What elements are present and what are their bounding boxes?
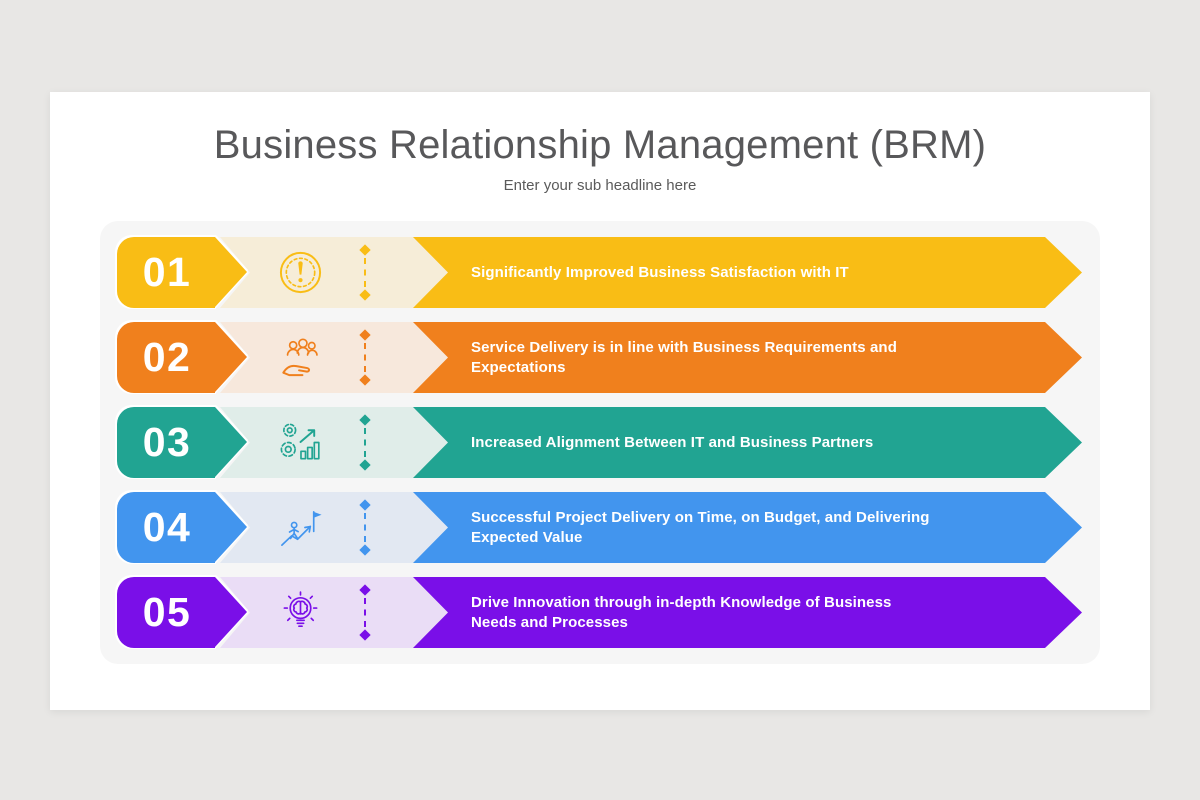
slide: Business Relationship Management (BRM) E… — [50, 92, 1150, 710]
diamond-bottom — [359, 374, 370, 385]
dashed-separator — [359, 246, 371, 299]
people-hand-icon — [277, 334, 324, 381]
diamond-bottom — [359, 289, 370, 300]
row-text: Increased Alignment Between IT and Busin… — [471, 433, 874, 451]
row-number-badge: 03 — [117, 407, 247, 478]
dashed-separator — [359, 501, 371, 554]
diamond-bottom — [359, 544, 370, 555]
page-subtitle: Enter your sub headline here — [503, 177, 697, 194]
badge-tip — [215, 237, 247, 307]
row-text: Service Delivery is in line with Busines… — [471, 339, 897, 376]
dashed-line — [364, 428, 366, 457]
row-number: 03 — [142, 419, 192, 465]
row-icon-band — [220, 237, 448, 308]
dashed-line — [364, 343, 366, 372]
row-text: Successful Project Delivery on Time, on … — [471, 509, 930, 546]
brm-row-01: Significantly Improved Business Satisfac… — [100, 237, 1100, 308]
brain-bulb-icon — [277, 589, 324, 636]
dashed-separator — [359, 586, 371, 639]
row-arrow-band: Drive Innovation through in-depth Knowle… — [409, 577, 1082, 648]
diamond-top — [359, 584, 370, 595]
brm-row-05: Drive Innovation through in-depth Knowle… — [100, 577, 1100, 648]
row-icon-band — [220, 577, 448, 648]
badge-body: 03 — [117, 407, 215, 478]
row-number-badge: 04 — [117, 492, 247, 563]
brm-row-03: Increased Alignment Between IT and Busin… — [100, 407, 1100, 478]
dashed-line — [364, 258, 366, 287]
row-text: Significantly Improved Business Satisfac… — [471, 263, 849, 281]
dashed-separator — [359, 416, 371, 469]
row-text: Drive Innovation through in-depth Knowle… — [471, 594, 892, 631]
diamond-top — [359, 414, 370, 425]
row-number-badge: 02 — [117, 322, 247, 393]
row-arrow-band: Service Delivery is in line with Busines… — [409, 322, 1082, 393]
rows-card: Significantly Improved Business Satisfac… — [100, 221, 1100, 664]
row-icon-band — [220, 407, 448, 478]
row-arrow-band: Successful Project Delivery on Time, on … — [409, 492, 1082, 563]
badge-body: 02 — [117, 322, 215, 393]
badge-tip — [215, 577, 247, 647]
row-icon-band — [220, 322, 448, 393]
diamond-bottom — [359, 629, 370, 640]
diamond-top — [359, 329, 370, 340]
row-arrow-band: Significantly Improved Business Satisfac… — [409, 237, 1082, 308]
dashed-separator — [359, 331, 371, 384]
row-number-badge: 01 — [117, 237, 247, 308]
badge-tip — [215, 322, 247, 392]
diamond-top — [359, 244, 370, 255]
row-number: 01 — [142, 249, 192, 295]
dashed-line — [364, 513, 366, 542]
page-title: Business Relationship Management (BRM) — [213, 123, 987, 167]
row-number-badge: 05 — [117, 577, 247, 648]
brm-row-04: Successful Project Delivery on Time, on … — [100, 492, 1100, 563]
alert-circle-icon — [277, 249, 324, 296]
dashed-line — [364, 598, 366, 627]
brm-row-02: Service Delivery is in line with Busines… — [100, 322, 1100, 393]
climb-goal-icon — [277, 504, 324, 551]
row-number: 02 — [142, 334, 192, 380]
row-arrow-band: Increased Alignment Between IT and Busin… — [409, 407, 1082, 478]
diamond-top — [359, 499, 370, 510]
gears-growth-icon — [277, 419, 324, 466]
row-icon-band — [220, 492, 448, 563]
diamond-bottom — [359, 459, 370, 470]
badge-body: 05 — [117, 577, 215, 648]
badge-body: 01 — [117, 237, 215, 308]
badge-tip — [215, 407, 247, 477]
row-number: 05 — [142, 589, 192, 635]
row-number: 04 — [142, 504, 192, 550]
badge-tip — [215, 492, 247, 562]
badge-body: 04 — [117, 492, 215, 563]
